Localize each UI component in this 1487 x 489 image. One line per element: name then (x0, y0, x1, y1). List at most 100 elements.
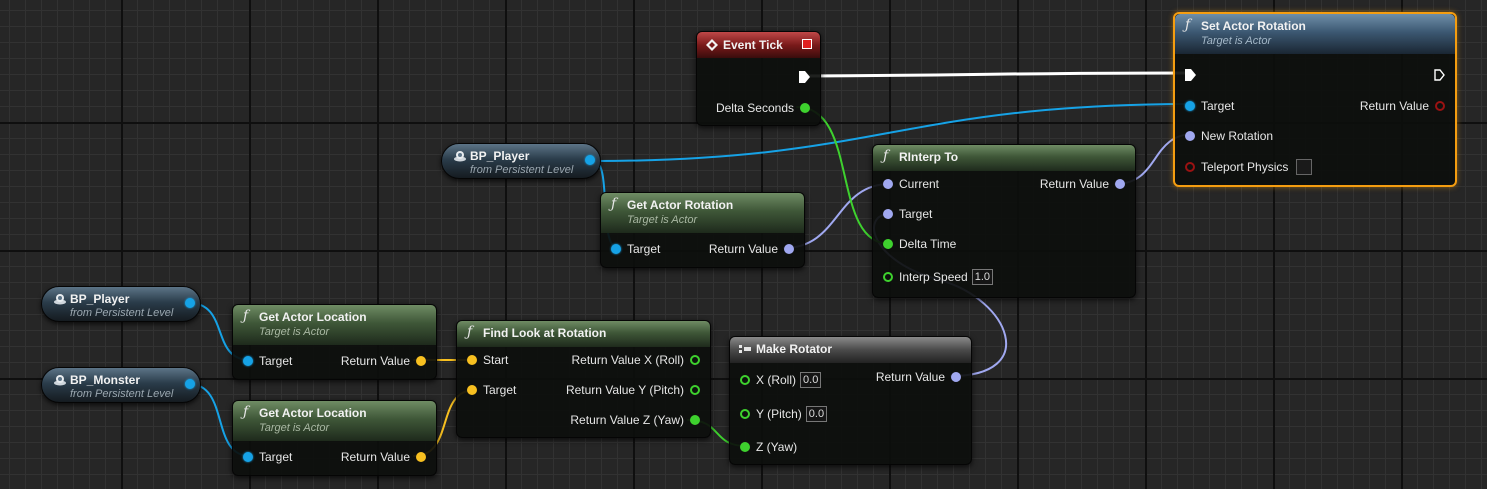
pin-interp-return[interactable]: Return Value (1040, 176, 1125, 192)
level-actor-icon (54, 294, 66, 305)
float-pin-icon (740, 409, 750, 419)
pin-current[interactable]: Current (883, 176, 939, 192)
bp-player-bottom-node[interactable]: BP_Player from Persistent Level (41, 286, 201, 322)
bool-pin-icon (1435, 101, 1445, 111)
pin-make-y[interactable]: Y (Pitch) 0.0 (740, 406, 828, 422)
set-actor-rotation-title: Set Actor Rotation (1201, 19, 1306, 33)
pin-location-2-return-label: Return Value (340, 450, 410, 464)
function-icon: ƒ (611, 196, 617, 212)
pin-set-return-value[interactable]: Return Value (1360, 98, 1445, 114)
object-pin-icon[interactable] (185, 379, 195, 389)
rinterp-to-header[interactable]: ƒ RInterp To (873, 145, 1135, 171)
get-actor-rotation-title: Get Actor Rotation (627, 198, 734, 212)
pin-make-x-label: X (Roll) (756, 373, 797, 387)
pin-location-1-return[interactable]: Return Value (341, 353, 426, 369)
get-actor-location-node-1[interactable]: ƒ Get Actor Location Target is Actor Tar… (232, 304, 437, 380)
function-icon: ƒ (1185, 17, 1191, 33)
make-y-input[interactable]: 0.0 (805, 406, 828, 422)
pin-look-target-label: Target (483, 383, 517, 397)
pin-teleport-physics[interactable]: Teleport Physics (1185, 159, 1313, 175)
pin-start-label: Start (483, 353, 509, 367)
set-actor-rotation-node[interactable]: ƒ Set Actor Rotation Target is Actor Tar… (1173, 12, 1457, 187)
bp-player-bottom-name: BP_Player (70, 292, 130, 306)
event-tick-node[interactable]: Event Tick Delta Seconds (696, 31, 821, 126)
float-pin-icon (740, 375, 750, 385)
get-actor-location-node-2[interactable]: ƒ Get Actor Location Target is Actor Tar… (232, 400, 437, 476)
get-actor-location-1-header[interactable]: ƒ Get Actor Location Target is Actor (233, 305, 436, 345)
pin-ret-x-label: Return Value X (Roll) (571, 353, 685, 367)
interp-speed-input[interactable]: 1.0 (971, 269, 994, 285)
pin-delta-seconds[interactable]: Delta Seconds (716, 100, 810, 116)
get-actor-rotation-node[interactable]: ƒ Get Actor Rotation Target is Actor Tar… (600, 192, 805, 268)
event-tick-exec-out[interactable] (799, 69, 810, 85)
make-x-input[interactable]: 0.0 (800, 372, 822, 388)
rotator-pin-icon (1185, 131, 1195, 141)
function-icon: ƒ (243, 308, 249, 324)
make-rotator-header[interactable]: Make Rotator (730, 337, 971, 363)
make-rotator-node[interactable]: Make Rotator X (Roll) 0.0 Return Value Y… (729, 336, 972, 465)
pin-get-rotation-return[interactable]: Return Value (709, 241, 794, 257)
pin-make-return[interactable]: Return Value (876, 369, 961, 385)
pin-location-1-return-label: Return Value (340, 354, 410, 368)
pin-location-2-return[interactable]: Return Value (341, 449, 426, 465)
pin-make-return-label: Return Value (875, 370, 945, 384)
pin-location-2-target-label: Target (259, 450, 293, 464)
float-pin-icon (800, 103, 810, 113)
set-actor-rotation-exec-in[interactable] (1185, 67, 1196, 83)
float-pin-icon (690, 385, 700, 395)
pin-start[interactable]: Start (467, 352, 508, 368)
bp-player-top-subtitle: from Persistent Level (470, 164, 574, 176)
float-pin-icon (740, 442, 750, 452)
get-actor-rotation-header[interactable]: ƒ Get Actor Rotation Target is Actor (601, 193, 804, 233)
event-tick-title: Event Tick (723, 38, 783, 52)
pin-interp-target[interactable]: Target (883, 206, 932, 222)
pin-delta-time-label: Delta Time (899, 237, 957, 251)
pin-ret-z[interactable]: Return Value Z (Yaw) (570, 412, 700, 428)
find-look-at-rotation-header[interactable]: ƒ Find Look at Rotation (457, 321, 710, 347)
pin-location-2-target[interactable]: Target (243, 449, 292, 465)
rotator-pin-icon (883, 179, 893, 189)
pin-ret-y[interactable]: Return Value Y (Pitch) (566, 382, 700, 398)
pin-delta-time[interactable]: Delta Time (883, 236, 956, 252)
pin-interp-speed[interactable]: Interp Speed 1.0 (883, 269, 994, 285)
pin-make-z[interactable]: Z (Yaw) (740, 439, 797, 455)
pin-set-target-label: Target (1201, 99, 1235, 113)
object-pin-icon[interactable] (185, 298, 195, 308)
pin-ret-x[interactable]: Return Value X (Roll) (571, 352, 700, 368)
set-actor-rotation-subtitle: Target is Actor (1201, 35, 1272, 47)
pin-location-1-target[interactable]: Target (243, 353, 292, 369)
pin-make-x[interactable]: X (Roll) 0.0 (740, 372, 822, 388)
bp-monster-subtitle: from Persistent Level (70, 388, 174, 400)
get-actor-location-2-subtitle: Target is Actor (259, 422, 330, 434)
find-look-at-rotation-node[interactable]: ƒ Find Look at Rotation Start Return Val… (456, 320, 711, 438)
rotator-pin-icon (784, 244, 794, 254)
bp-monster-node[interactable]: BP_Monster from Persistent Level (41, 367, 201, 403)
pin-delta-seconds-label: Delta Seconds (715, 101, 794, 115)
pin-new-rotation[interactable]: New Rotation (1185, 128, 1273, 144)
bool-pin-icon (1185, 162, 1195, 172)
vector-pin-icon (467, 385, 477, 395)
pin-look-target[interactable]: Target (467, 382, 516, 398)
float-pin-icon (690, 415, 700, 425)
wire-exec (805, 71, 1192, 78)
bp-player-top-node[interactable]: BP_Player from Persistent Level (441, 143, 601, 179)
set-actor-rotation-header[interactable]: ƒ Set Actor Rotation Target is Actor (1175, 14, 1455, 54)
get-actor-location-2-header[interactable]: ƒ Get Actor Location Target is Actor (233, 401, 436, 441)
pin-get-rotation-target[interactable]: Target (611, 241, 660, 257)
exec-pin-icon (1434, 69, 1445, 81)
rinterp-to-node[interactable]: ƒ RInterp To Current Return Value Target… (872, 144, 1136, 298)
bp-monster-name: BP_Monster (70, 373, 141, 387)
set-actor-rotation-exec-out[interactable] (1434, 67, 1445, 83)
vector-pin-icon (416, 356, 426, 366)
function-icon: ƒ (467, 324, 473, 340)
function-icon: ƒ (243, 404, 249, 420)
pin-interp-return-label: Return Value (1039, 177, 1109, 191)
exec-pin-icon (1185, 69, 1196, 81)
pin-set-target[interactable]: Target (1185, 98, 1234, 114)
event-tick-header[interactable]: Event Tick (697, 32, 820, 58)
teleport-physics-checkbox[interactable] (1296, 159, 1313, 175)
pin-interp-target-label: Target (899, 207, 933, 221)
rinterp-to-title: RInterp To (899, 150, 959, 164)
event-diamond-icon (706, 39, 718, 51)
object-pin-icon[interactable] (585, 155, 595, 165)
